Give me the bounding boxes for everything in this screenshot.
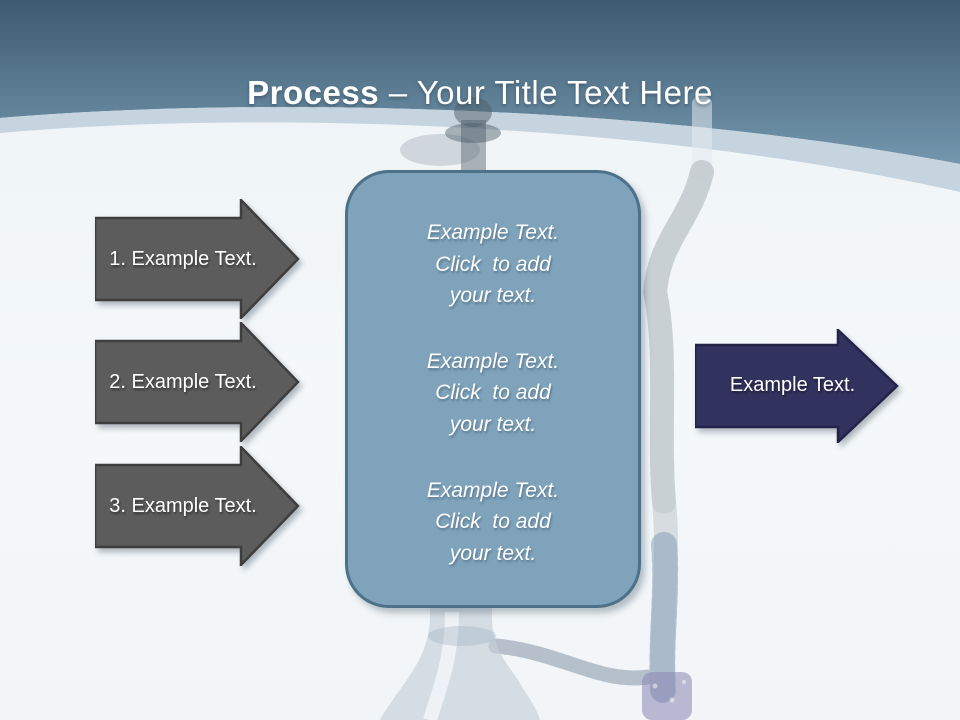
result-arrow-shape bbox=[695, 329, 899, 443]
arrow-1-label: 1. Example Text. bbox=[109, 247, 257, 270]
center-text-box[interactable]: Example Text. Click to add your text. Ex… bbox=[345, 170, 641, 608]
center-box-paragraph-3[interactable]: Example Text. Click to add your text. bbox=[426, 478, 560, 565]
center-box-paragraph-1[interactable]: Example Text. Click to add your text. bbox=[426, 221, 560, 307]
result-arrow-label: Example Text. bbox=[729, 374, 856, 396]
arrow-1-shape bbox=[95, 199, 300, 319]
center-box-paragraph-2[interactable]: Example Text. Click to add your text. bbox=[426, 349, 560, 436]
hookah-mouthpiece-icon bbox=[642, 672, 692, 720]
arrow-3-label: 3. Example Text. bbox=[109, 494, 257, 517]
header-gradient-shape bbox=[0, 0, 960, 164]
title-emphasis: Process bbox=[247, 74, 380, 112]
result-arrow[interactable]: Example Text. bbox=[695, 329, 899, 443]
arrow-3-shape bbox=[95, 446, 300, 566]
process-arrow-3[interactable]: 3. Example Text. bbox=[95, 446, 300, 566]
arrow-2-label: 2. Example Text. bbox=[109, 370, 257, 393]
arrow-2-shape bbox=[95, 322, 300, 442]
hookah-bowl-icon bbox=[400, 96, 712, 182]
process-arrow-1[interactable]: 1. Example Text. bbox=[95, 199, 300, 319]
process-arrow-2[interactable]: 2. Example Text. bbox=[95, 322, 300, 442]
title-rest: – Your Title Text Here bbox=[379, 74, 713, 112]
page-title[interactable]: Process – Your Title Text Here bbox=[0, 74, 960, 112]
